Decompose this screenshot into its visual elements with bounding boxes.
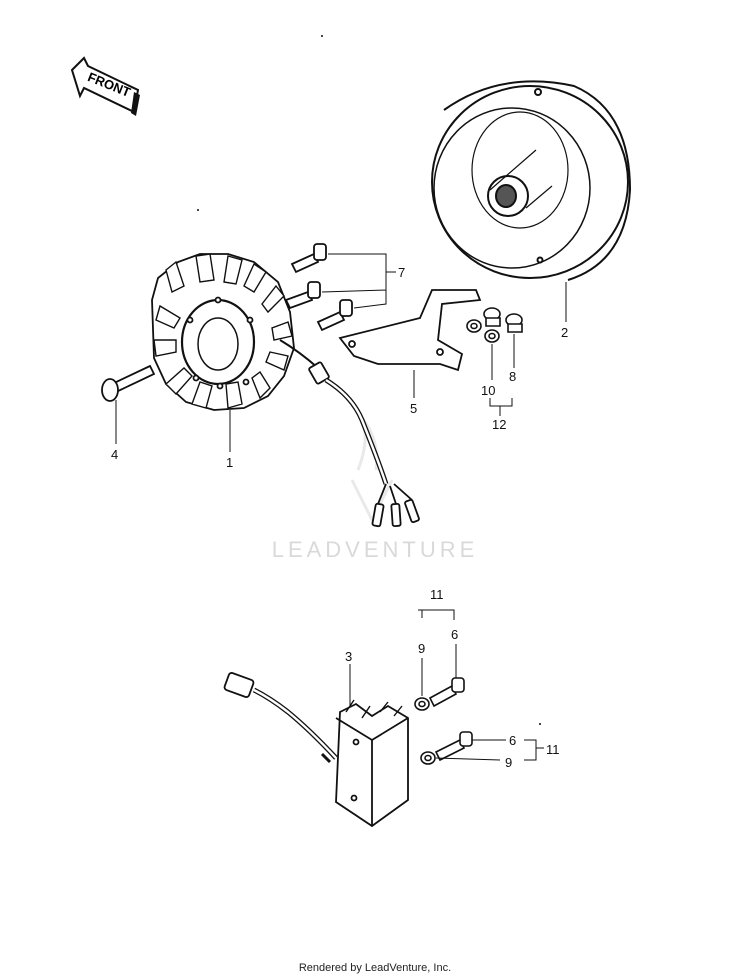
watermark-logo-icon: [350, 417, 394, 524]
callout-reg-set-upper: 11: [430, 587, 444, 602]
regulator-fasteners: [414, 677, 473, 765]
front-arrow-icon: FRONT: [70, 56, 140, 116]
rotor-flywheel: [431, 80, 632, 281]
callout-reg-washer-lower: 9: [505, 755, 513, 770]
callout-reg-washer-upper: 9: [418, 641, 426, 656]
callout-bracket-bolt: 8: [509, 369, 517, 384]
callout-regulator: 3: [345, 649, 353, 664]
callout-bracket-set: 12: [492, 417, 507, 432]
callout-bracket: 5: [410, 401, 418, 416]
leader-lines: [115, 253, 567, 761]
callout-stator: 1: [226, 455, 234, 470]
bracket: [338, 289, 482, 372]
callout-rotor: 2: [561, 325, 569, 340]
bracket-fasteners: [466, 307, 523, 343]
watermark: LEADVENTURE: [271, 537, 479, 562]
footer-credit: Rendered by LeadVenture, Inc.: [298, 962, 452, 974]
stator-screws: [284, 243, 353, 332]
callout-reg-set-lower: 11: [546, 742, 560, 757]
stator-bolt: [101, 364, 156, 402]
callout-reg-bolt-lower: 6: [509, 733, 517, 748]
callout-bracket-washer: 10: [481, 383, 496, 398]
callout-stator-screws: 7: [398, 265, 406, 280]
callout-stator-bolt: 4: [111, 447, 119, 462]
stator: [151, 253, 420, 528]
regulator: [223, 672, 409, 828]
callout-reg-bolt-upper: 6: [451, 627, 459, 642]
